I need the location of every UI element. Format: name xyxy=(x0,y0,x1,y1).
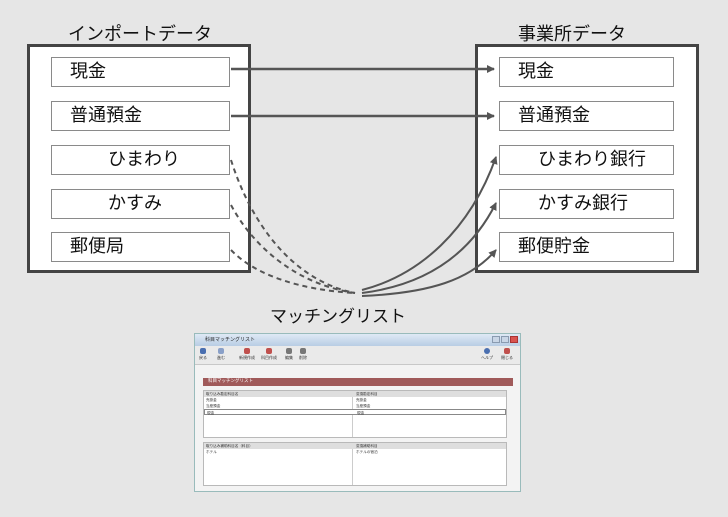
office-item-cash: 現金 xyxy=(499,57,674,87)
forward-button[interactable]: 進む xyxy=(217,348,225,361)
delete-button[interactable]: 削除 xyxy=(299,348,307,361)
dashed-himawari xyxy=(230,159,356,294)
table-row[interactable]: ホテル ホテルの宿泊 xyxy=(206,450,378,454)
import-item-kasumi: かすみ xyxy=(51,189,230,219)
table-row[interactable]: 現金 現金 xyxy=(204,409,506,415)
forward-icon xyxy=(218,348,224,354)
close-window-icon xyxy=(504,348,510,354)
sub-account-matching-table: 取り込み補助科目名（科目） 変換補助科目 ホテル ホテルの宿泊 xyxy=(203,442,507,486)
maximize-icon[interactable] xyxy=(501,336,509,343)
help-icon xyxy=(484,348,490,354)
edit-button[interactable]: 編集 xyxy=(285,348,293,361)
matching-list-label: マッチングリスト xyxy=(270,307,406,327)
table-header: 取り込み補助科目名（科目） 変換補助科目 xyxy=(204,443,506,449)
create-account-button[interactable]: 科目作成 xyxy=(261,348,277,361)
office-data-title: 事業所データ xyxy=(518,24,626,45)
office-item-himawari-bank: ひまわり銀行 xyxy=(499,145,674,175)
table-header: 取り込み勘定科目名 変換勘定科目 xyxy=(204,391,506,397)
import-item-savings: 普通預金 xyxy=(51,101,230,131)
delete-icon xyxy=(300,348,306,354)
back-icon xyxy=(200,348,206,354)
office-item-savings: 普通預金 xyxy=(499,101,674,131)
create-account-icon xyxy=(266,348,272,354)
import-item-himawari: ひまわり xyxy=(51,145,230,175)
minimize-icon[interactable] xyxy=(492,336,500,343)
dashed-post-office xyxy=(230,249,356,294)
office-item-postal-savings: 郵便貯金 xyxy=(499,232,674,262)
import-item-cash: 現金 xyxy=(51,57,230,87)
table-row[interactable]: 当座預金 当座預金 xyxy=(206,404,371,408)
close-icon[interactable] xyxy=(510,336,518,343)
section-header: 科目マッチングリスト xyxy=(203,378,513,386)
new-icon xyxy=(244,348,250,354)
import-data-title: インポートデータ xyxy=(68,24,212,45)
arrow-himawari-bank xyxy=(361,156,498,291)
new-button[interactable]: 新規作成 xyxy=(239,348,255,361)
back-button[interactable]: 戻る xyxy=(199,348,207,361)
window-toolbar: 戻る 進む 新規作成 科目作成 編集 削除 ヘルプ 閉じる xyxy=(195,346,520,365)
help-button[interactable]: ヘルプ xyxy=(481,348,493,361)
arrow-postal-savings xyxy=(361,249,497,297)
window-title: 科目マッチングリスト xyxy=(195,334,520,346)
close-button[interactable]: 閉じる xyxy=(501,348,513,361)
office-item-kasumi-bank: かすみ銀行 xyxy=(499,189,674,219)
matching-list-window: 科目マッチングリスト 戻る 進む 新規作成 科目作成 編集 削除 ヘルプ 閉じる… xyxy=(194,333,521,492)
window-controls xyxy=(492,336,518,343)
import-item-post-office: 郵便局 xyxy=(51,232,230,262)
account-matching-table: 取り込み勘定科目名 変換勘定科目 売掛金 売掛金 当座預金 当座預金 現金 現金 xyxy=(203,390,507,438)
dashed-kasumi xyxy=(230,204,356,294)
edit-icon xyxy=(286,348,292,354)
table-row[interactable]: 売掛金 売掛金 xyxy=(206,398,367,402)
arrow-kasumi-bank xyxy=(361,202,497,294)
